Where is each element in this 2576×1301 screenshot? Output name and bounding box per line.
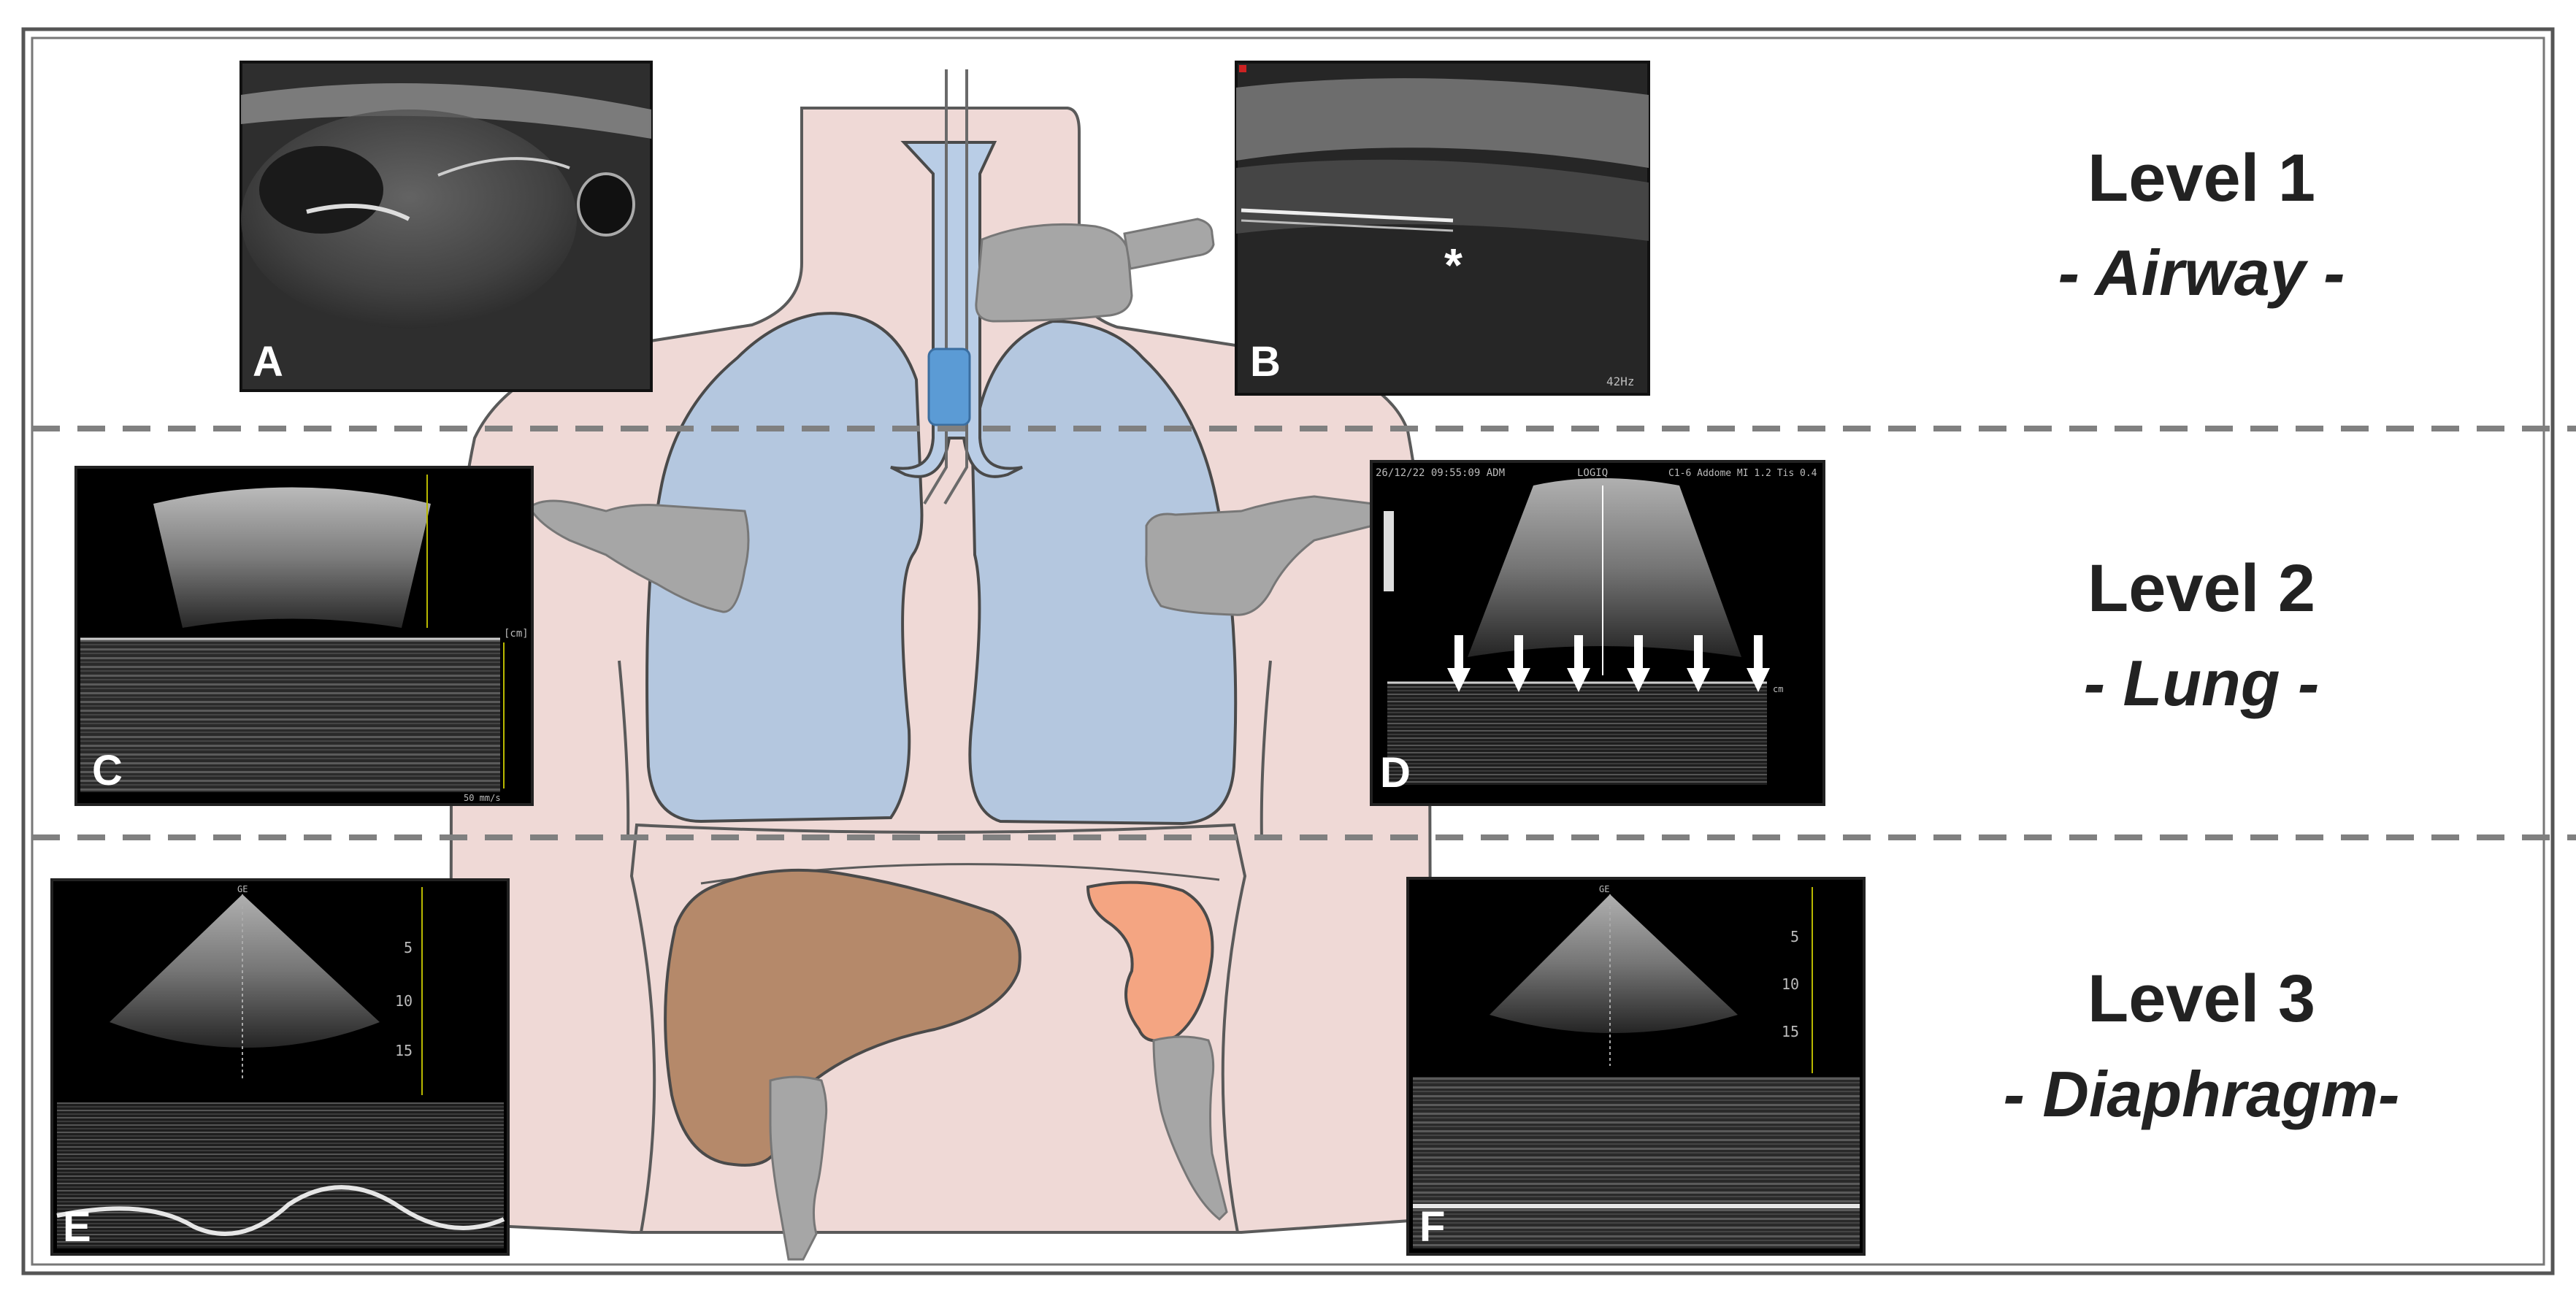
panel-a: A	[239, 61, 653, 392]
right-lung	[968, 319, 1238, 826]
down-arrow-icon	[1627, 635, 1650, 692]
b-line-arrows	[1447, 635, 1770, 692]
probe-neck	[975, 218, 1215, 323]
panel-e-probe: GE	[237, 884, 248, 894]
probe-right-lung	[1145, 495, 1379, 616]
probe-liver	[769, 1075, 828, 1261]
panel-a-letter: A	[253, 338, 283, 385]
panel-e-tick-15: 15	[395, 1042, 413, 1059]
panel-c-depth-unit: [cm]	[504, 628, 529, 640]
endotracheal-tube-right	[943, 69, 968, 505]
probe-left-lung	[528, 499, 750, 613]
panel-d-header-left: 26/12/22 09:55:09 ADM	[1376, 467, 1505, 479]
panel-d-header-right: C1-6 Addome MI 1.2 Tis 0.4	[1668, 468, 1817, 479]
panel-e-tick-5: 5	[404, 939, 413, 956]
outer-border	[21, 27, 2555, 1275]
level-1-subtitle: - Airway -	[2058, 237, 2345, 309]
panel-d-depth-unit: cm	[1773, 684, 1783, 694]
down-arrow-icon	[1567, 635, 1590, 692]
asterisk-icon: *	[1444, 239, 1463, 291]
panel-e-tick-10: 10	[395, 992, 413, 1010]
level-3-subtitle: - Diaphragm-	[2003, 1058, 2400, 1130]
panel-e: GE 5 10 15 E	[50, 878, 510, 1256]
inner-border	[31, 37, 2545, 1266]
down-arrow-icon	[1747, 635, 1770, 692]
left-lung	[645, 312, 924, 824]
level-2-subtitle: - Lung -	[2083, 647, 2320, 719]
right-arm-line	[1260, 660, 1272, 840]
down-arrow-icon	[1447, 635, 1471, 692]
panel-f-tick-15: 15	[1782, 1023, 1799, 1040]
probe-spleen	[1152, 1035, 1228, 1221]
panel-f-probe: GE	[1599, 884, 1609, 894]
panel-d-header-mid: LOGIQ	[1577, 467, 1608, 479]
trachea	[890, 141, 1023, 478]
level-3-title: Level 3	[2088, 962, 2315, 1036]
down-arrow-icon	[1507, 635, 1530, 692]
endotracheal-tube-left	[923, 69, 948, 505]
panel-f-tick-10: 10	[1782, 975, 1799, 993]
panel-c-speed: 50 mm/s	[464, 793, 501, 803]
panel-d: 26/12/22 09:55:09 ADM LOGIQ C1-6 Addome …	[1370, 460, 1825, 806]
panel-e-letter: E	[63, 1203, 91, 1251]
liver	[664, 868, 1021, 1167]
panel-f: GE 5 10 15 F	[1406, 877, 1866, 1256]
panel-c-letter: C	[92, 747, 123, 794]
panel-d-letter: D	[1380, 749, 1411, 797]
tube-cuff	[927, 348, 971, 426]
panel-f-tick-5: 5	[1790, 928, 1799, 945]
panel-b: * 42Hz B	[1235, 61, 1650, 396]
torso-illustration	[447, 69, 1433, 1261]
left-arm-line	[618, 660, 630, 840]
level-1-title: Level 1	[2088, 141, 2315, 215]
panel-b-frequency: 42Hz	[1606, 375, 1635, 388]
panel-f-letter: F	[1419, 1203, 1445, 1251]
panel-c: [cm] 50 mm/s C	[74, 466, 534, 806]
level-2-title: Level 2	[2088, 551, 2315, 626]
down-arrow-icon	[1687, 635, 1710, 692]
panel-b-letter: B	[1250, 338, 1281, 385]
